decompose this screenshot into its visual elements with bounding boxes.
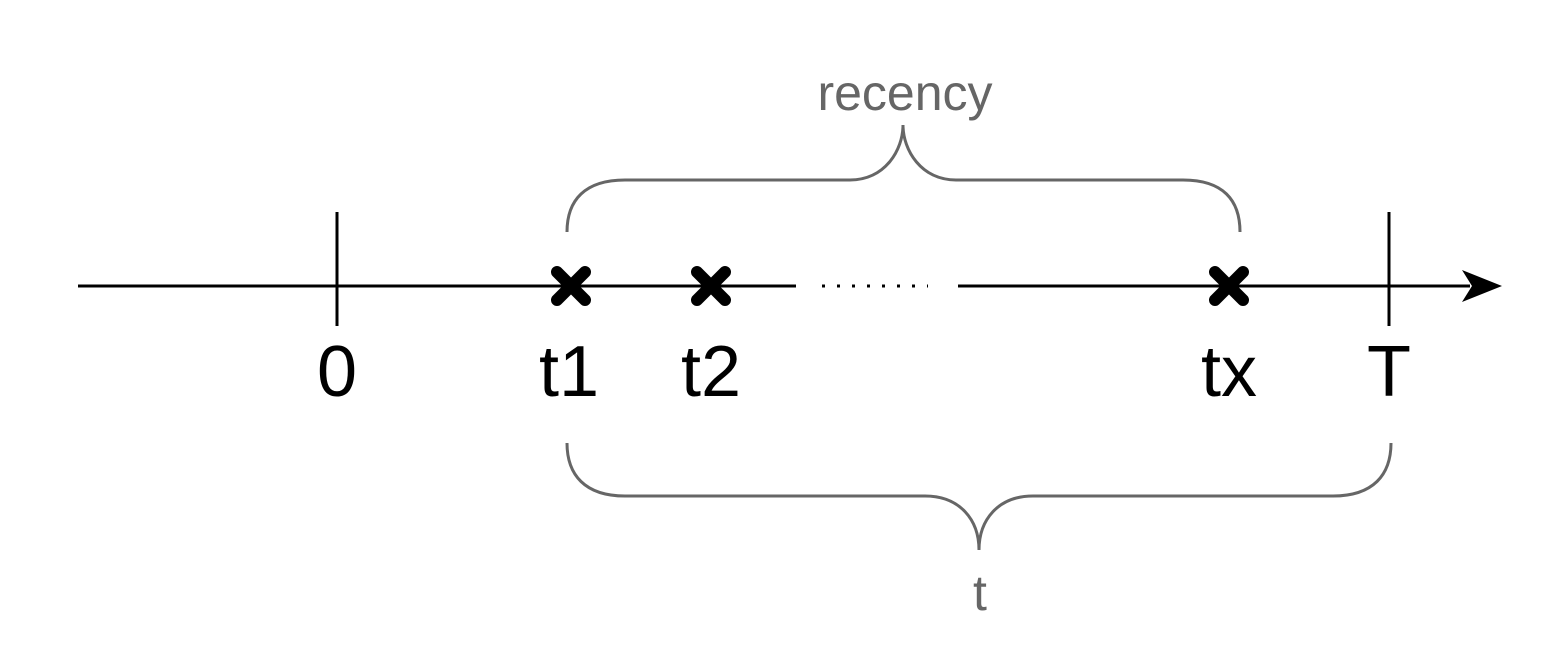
event-marker-tx [1209,266,1249,306]
label-zero: 0 [317,332,357,412]
t-label: t [973,565,987,621]
x-mark-icon [551,266,591,306]
label-tx: tx [1201,332,1257,412]
label-end: T [1367,332,1411,412]
recency-label: recency [817,65,992,121]
event-marker-t2 [691,266,731,306]
recency-brace [565,124,1242,233]
arrowhead-icon [1462,270,1502,302]
x-mark-icon [1209,266,1249,306]
x-mark-icon [691,266,731,306]
t-brace [565,442,1393,551]
label-t2: t2 [681,332,741,412]
label-t1: t1 [539,332,599,412]
event-marker-t1 [551,266,591,306]
